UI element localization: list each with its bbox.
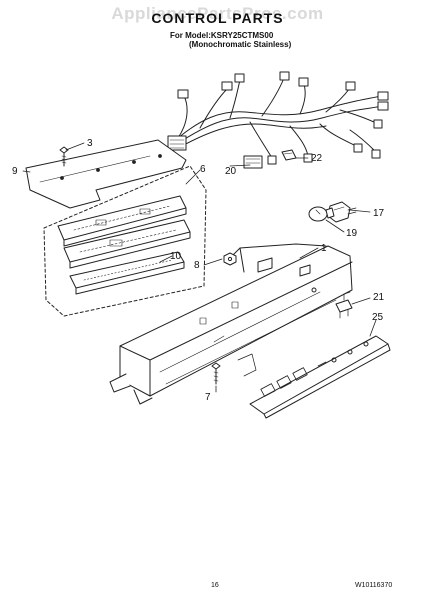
callout-22: 22 — [311, 153, 323, 164]
callout-3: 3 — [87, 138, 93, 149]
part-25-control-overlay — [249, 335, 391, 419]
part-6-assembly-outline — [43, 165, 207, 317]
callout-8: 8 — [194, 260, 200, 271]
callout-9: 9 — [12, 166, 18, 177]
part-22-clip — [281, 149, 297, 161]
part-7-screw — [211, 362, 221, 385]
page-number: 16 — [211, 582, 219, 589]
part-9-mounting-plate — [25, 139, 187, 209]
callout-10: 10 — [170, 251, 182, 262]
control-board-middle — [63, 219, 191, 269]
finish-line: (Monochromatic Stainless) — [189, 40, 292, 49]
model-line: For Model:KSRY25CTMS00 — [170, 31, 274, 40]
callout-17: 17 — [373, 208, 385, 219]
part-10-display-board — [69, 251, 185, 295]
callout-7: 7 — [205, 392, 211, 403]
wire-harness — [167, 71, 389, 169]
callout-1: 1 — [321, 243, 327, 254]
part-8-nut — [223, 252, 237, 266]
leader-lines — [22, 142, 377, 393]
callout-19: 19 — [346, 228, 358, 239]
watermark: AppliancePartsPros.com — [111, 4, 324, 23]
callout-20: 20 — [225, 166, 237, 177]
callout-labels: 3 9 6 20 22 17 19 1 8 10 21 25 7 — [12, 138, 385, 403]
control-board-upper — [57, 195, 187, 247]
part-19-light-bulb — [308, 206, 335, 222]
part-3-screw — [59, 146, 69, 167]
callout-25: 25 — [372, 312, 384, 323]
callout-21: 21 — [373, 292, 385, 303]
callout-6: 6 — [200, 164, 206, 175]
page-title: CONTROL PARTS — [151, 10, 284, 26]
part-1-control-housing — [109, 243, 353, 405]
document-number: W10116370 — [355, 582, 393, 589]
part-21-switch — [335, 291, 353, 319]
